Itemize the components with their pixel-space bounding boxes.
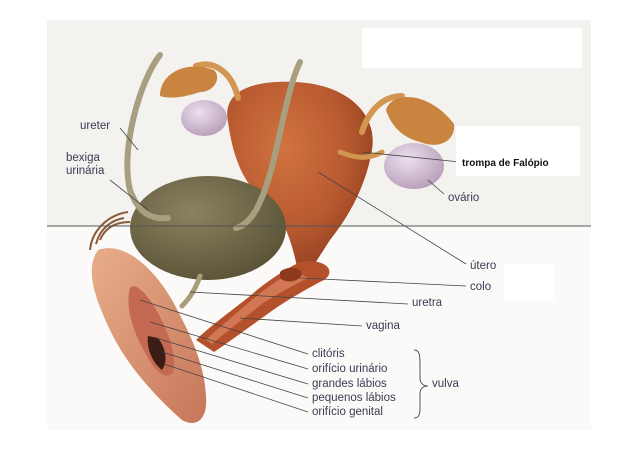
label-orificio-urinario: orifício urinário xyxy=(312,363,387,376)
blank-label-box-utero xyxy=(504,264,554,300)
pubic-hair xyxy=(90,212,130,250)
label-orificio-genital: orifício genital xyxy=(312,406,383,419)
label-bexiga-urinaria: bexiga urinária xyxy=(66,152,104,178)
label-trompa-de-falopio: trompa de Falópio xyxy=(462,157,549,170)
right-ovary xyxy=(384,143,444,189)
label-vulva: vulva xyxy=(432,378,459,391)
vulva-brace xyxy=(414,350,428,418)
left-ovary xyxy=(181,100,227,136)
blank-label-box-top xyxy=(362,28,582,68)
label-grandes-labios: grandes lábios xyxy=(312,378,387,391)
label-vagina: vagina xyxy=(366,320,400,333)
label-clitoris: clitóris xyxy=(312,348,345,361)
label-pequenos-labios: pequenos lábios xyxy=(312,392,396,405)
label-ureter: ureter xyxy=(80,120,110,133)
label-ovario: ovário xyxy=(448,192,479,205)
label-utero: útero xyxy=(470,260,496,273)
label-colo: colo xyxy=(470,281,491,294)
label-uretra: uretra xyxy=(412,297,442,310)
urethra-tube xyxy=(182,276,200,306)
left-fimbriae xyxy=(160,66,217,97)
right-fimbriae xyxy=(386,97,454,145)
